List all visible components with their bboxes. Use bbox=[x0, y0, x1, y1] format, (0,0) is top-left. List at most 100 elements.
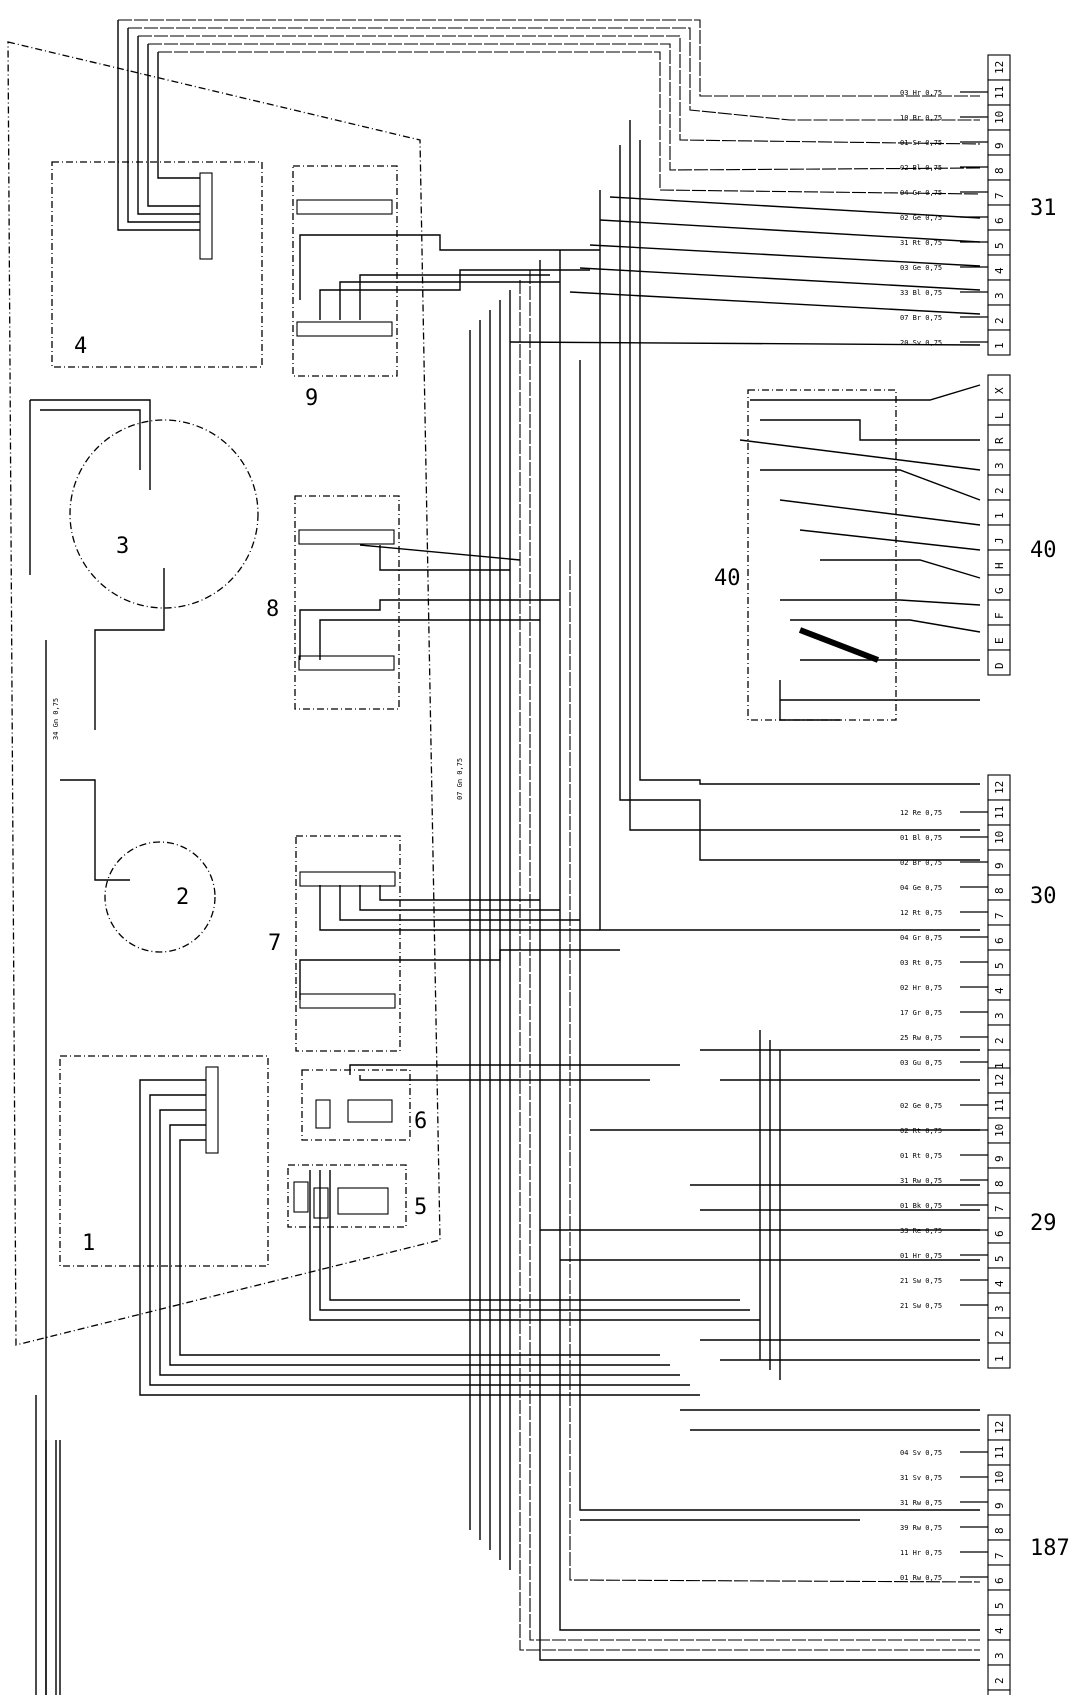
connector-40-pin-label: J bbox=[993, 537, 1006, 544]
wire-label: 02 Bl 0,75 bbox=[900, 164, 942, 172]
wire-label: 01 Bk 0,75 bbox=[900, 1202, 942, 1210]
connector-30-pin-label: 7 bbox=[993, 912, 1006, 919]
wire-label: 21 Sw 0,75 bbox=[900, 1302, 942, 1310]
component-9-outline bbox=[292, 165, 398, 377]
wire-label: 02 Hr 0,75 bbox=[900, 984, 942, 992]
connector-187-pin-box bbox=[987, 1689, 1011, 1695]
connector-29-pin-label: 6 bbox=[993, 1230, 1006, 1237]
connector-29-pin-label: 12 bbox=[993, 1074, 1006, 1087]
component-2-circle bbox=[104, 841, 216, 953]
connector-31-pin-label: 10 bbox=[993, 111, 1006, 124]
connector-30-pin-label: 2 bbox=[993, 1037, 1006, 1044]
connector-label-187: 187 bbox=[1030, 1536, 1070, 1561]
component-3-lamp bbox=[69, 419, 259, 609]
left-vertical-wire-label: 34 Gn 0,75 bbox=[52, 698, 60, 740]
wire-label: 03 Hr 0,75 bbox=[900, 89, 942, 97]
connector-40-pin-label: H bbox=[993, 562, 1006, 569]
module-pin-rows bbox=[199, 172, 396, 1219]
wire-label: 31 Sv 0,75 bbox=[900, 1474, 942, 1482]
wire-label: 04 Ge 0,75 bbox=[900, 884, 942, 892]
connector-187-pin-label: 6 bbox=[993, 1577, 1006, 1584]
wire-label: 04 Gr 0,75 bbox=[900, 189, 942, 197]
wire-label: 03 Ge 0,75 bbox=[900, 264, 942, 272]
connector-30-pin-label: 1 bbox=[993, 1062, 1006, 1069]
connector-30-pin-label: 10 bbox=[993, 831, 1006, 844]
connector-30-pin-label: 5 bbox=[993, 962, 1006, 969]
connector-187-pin-label: 10 bbox=[993, 1471, 1006, 1484]
connector-29-pin-label: 3 bbox=[993, 1305, 1006, 1312]
component-label-6: 6 bbox=[414, 1109, 427, 1134]
connector-31-pin-label: 5 bbox=[993, 242, 1006, 249]
wire-label: 17 Gr 0,75 bbox=[900, 1009, 942, 1017]
connector-30-pin-label: 3 bbox=[993, 1012, 1006, 1019]
component-label-7: 7 bbox=[268, 931, 281, 956]
component-4-outline bbox=[51, 161, 263, 368]
connector-187-pin-label: 3 bbox=[993, 1652, 1006, 1659]
connector-29-pin-label: 1 bbox=[993, 1355, 1006, 1362]
connector-31-pin-label: 4 bbox=[993, 267, 1006, 274]
component-label-5: 5 bbox=[414, 1195, 427, 1220]
wire-label: 02 Br 0,75 bbox=[900, 859, 942, 867]
connector-187-pin-label: 11 bbox=[993, 1446, 1006, 1459]
wire-label: 12 Re 0,75 bbox=[900, 809, 942, 817]
connector-29-pin-label: 9 bbox=[993, 1155, 1006, 1162]
connector-40-pin-label: D bbox=[993, 662, 1006, 669]
connector-187-pin-label: 8 bbox=[993, 1527, 1006, 1534]
connector-30-pin-label: 4 bbox=[993, 987, 1006, 994]
connector-31-pin-box bbox=[987, 329, 1011, 356]
component-label-40-inner: 40 bbox=[714, 566, 741, 591]
connector-31-pin-label: 2 bbox=[993, 317, 1006, 324]
wire-label: 31 Rt 0,75 bbox=[900, 239, 942, 247]
component-label-4: 4 bbox=[74, 334, 87, 359]
component-label-9: 9 bbox=[305, 386, 318, 411]
connector-40-pin-label: F bbox=[993, 612, 1006, 619]
wire-label: 21 Sw 0,75 bbox=[900, 1277, 942, 1285]
connector-40-pin-label: 2 bbox=[993, 487, 1006, 494]
connector-30-pin-label: 6 bbox=[993, 937, 1006, 944]
component-label-2: 2 bbox=[176, 885, 189, 910]
connector-30-pin-label: 8 bbox=[993, 887, 1006, 894]
connector-40-pin-label: 3 bbox=[993, 462, 1006, 469]
component-8-outline bbox=[294, 495, 400, 710]
wire-label: 01 Rw 0,75 bbox=[900, 1574, 942, 1582]
connector-40-pin-box bbox=[987, 649, 1011, 676]
component-label-1: 1 bbox=[82, 1231, 95, 1256]
component-6-outline bbox=[301, 1069, 411, 1141]
connector-29-pin-label: 2 bbox=[993, 1330, 1006, 1337]
mid-vertical-wire-label: 07 Gn 0,75 bbox=[456, 758, 464, 800]
wire-label: 25 Rw 0,75 bbox=[900, 1034, 942, 1042]
connector-187-pin-label: 2 bbox=[993, 1677, 1006, 1684]
wire-label: 20 Sv 0,75 bbox=[900, 339, 942, 347]
wire-label: 02 Ge 0,75 bbox=[900, 214, 942, 222]
connector-30-pin-label: 9 bbox=[993, 862, 1006, 869]
connector-29-pin-label: 7 bbox=[993, 1205, 1006, 1212]
connector-30-pin-label: 12 bbox=[993, 781, 1006, 794]
wire-label: 02 Rt 0,75 bbox=[900, 1127, 942, 1135]
connector-29-pin-box bbox=[987, 1342, 1011, 1369]
connector-31-pin-label: 9 bbox=[993, 142, 1006, 149]
connector-40-pin-label: R bbox=[993, 437, 1006, 444]
connector-187-pin-label: 7 bbox=[993, 1552, 1006, 1559]
wire-label: 10 Br 0,75 bbox=[900, 114, 942, 122]
wire-label: 01 Bl 0,75 bbox=[900, 834, 942, 842]
connector-187-pin-label: 5 bbox=[993, 1602, 1006, 1609]
wire-label: 33 Bl 0,75 bbox=[900, 289, 942, 297]
connector-31-pin-label: 1 bbox=[993, 342, 1006, 349]
wire-label: 03 Rt 0,75 bbox=[900, 959, 942, 967]
connector-31-pin-label: 6 bbox=[993, 217, 1006, 224]
connector-40-pin-label: X bbox=[993, 387, 1006, 394]
wire-label: 31 Rw 0,75 bbox=[900, 1177, 942, 1185]
component-1-outline bbox=[59, 1055, 269, 1267]
connector-40-pin-label: E bbox=[993, 637, 1006, 644]
connector-31-pin-label: 8 bbox=[993, 167, 1006, 174]
component-7-outline bbox=[295, 835, 401, 1052]
wire-label: 07 Br 0,75 bbox=[900, 314, 942, 322]
wire-label: 04 Sv 0,75 bbox=[900, 1449, 942, 1457]
wire-label: 02 Ge 0,75 bbox=[900, 1102, 942, 1110]
